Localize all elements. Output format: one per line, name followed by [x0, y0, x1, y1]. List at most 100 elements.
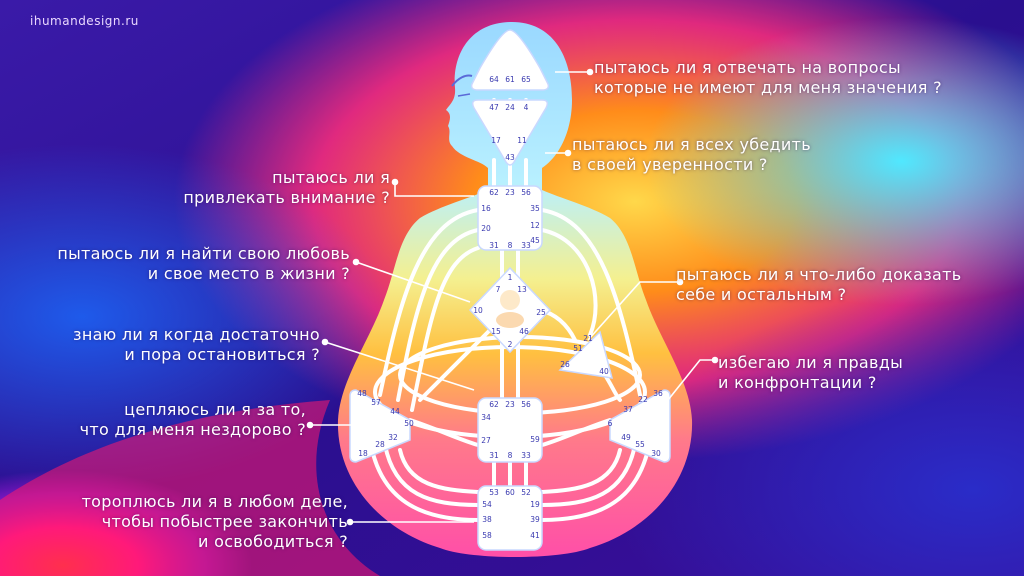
gate-root-0: 53: [489, 488, 499, 497]
gate-g-1: 7: [496, 285, 501, 294]
gate-throat-7: 45: [530, 236, 540, 245]
gate-sacral-1: 23: [505, 400, 515, 409]
question-ego-line-2: себе и остальным ?: [676, 285, 847, 304]
gate-ego-3: 40: [599, 367, 609, 376]
gate-g-5: 15: [491, 327, 501, 336]
question-spleen: цепляюсь ли я за то, что для меня нездор…: [80, 400, 306, 440]
question-spleen-line-2: что для меня нездорово ?: [79, 420, 306, 439]
gate-spleen-1: 57: [371, 398, 381, 407]
gate-throat-1: 23: [505, 188, 515, 197]
gate-sacral-8: 33: [521, 451, 531, 460]
gate-root-4: 19: [530, 500, 540, 509]
gate-spleen-4: 32: [388, 433, 398, 442]
gate-spleen-3: 50: [404, 419, 414, 428]
question-ajna-line-2: в своей уверенности ?: [572, 155, 768, 174]
question-head-line-2: которые не имеют для меня значения ?: [594, 78, 942, 97]
gate-ajna-4: 11: [517, 136, 527, 145]
gate-throat-6: 12: [530, 221, 540, 230]
gate-sacral-4: 27: [481, 436, 491, 445]
gate-throat-10: 33: [521, 241, 531, 250]
gate-head-2: 65: [521, 75, 531, 84]
question-spleen-line-1: цепляюсь ли я за то,: [124, 400, 306, 419]
gate-g-7: 2: [508, 340, 513, 349]
gate-sacral-7: 8: [508, 451, 513, 460]
gate-throat-9: 8: [508, 241, 513, 250]
gate-emotion-4: 49: [621, 433, 631, 442]
head-center: [470, 29, 550, 91]
gate-emotion-1: 22: [638, 395, 648, 404]
question-root-line-1: тороплюсь ли я в любом деле,: [81, 492, 348, 511]
question-ajna-line-1: пытаюсь ли я всех убедить: [572, 135, 811, 154]
question-sacral-line-1: знаю ли я когда достаточно: [73, 325, 320, 344]
question-head-line-1: пытаюсь ли я отвечать на вопросы: [594, 58, 901, 77]
site-watermark: ihumandesign.ru: [30, 14, 139, 28]
gate-emotion-6: 30: [651, 449, 661, 458]
gate-ajna-5: 43: [505, 153, 515, 162]
gate-g-6: 46: [519, 327, 529, 336]
gate-ajna-1: 24: [505, 103, 515, 112]
gate-root-8: 41: [530, 531, 540, 540]
spleen-center: [349, 389, 411, 463]
gate-ego-1: 51: [573, 344, 583, 353]
gate-sacral-0: 62: [489, 400, 499, 409]
gate-emotion-3: 6: [608, 419, 613, 428]
question-root-line-3: и освободиться ?: [198, 532, 348, 551]
emotion-center: [609, 389, 671, 463]
question-emotion: избегаю ли я правды и конфронтации ?: [718, 353, 903, 393]
question-root-line-2: чтобы побыстрее закончить: [101, 512, 348, 531]
gate-emotion-0: 36: [653, 389, 663, 398]
question-g-line-1: пытаюсь ли я найти свою любовь: [57, 244, 350, 263]
gate-spleen-6: 18: [358, 449, 368, 458]
gate-root-3: 54: [482, 500, 492, 509]
gate-ajna-0: 47: [489, 103, 499, 112]
gate-ego-0: 21: [583, 334, 593, 343]
ajna-center: [471, 99, 549, 166]
gate-throat-5: 35: [530, 204, 540, 213]
question-ego-line-1: пытаюсь ли я что-либо доказать: [676, 265, 962, 284]
gate-emotion-5: 55: [635, 440, 645, 449]
root-center: [477, 485, 543, 551]
question-head: пытаюсь ли я отвечать на вопросы которые…: [594, 58, 942, 98]
question-throat-line-1: пытаюсь ли я: [272, 168, 390, 187]
question-root: тороплюсь ли я в любом деле, чтобы побыс…: [82, 492, 348, 552]
gate-root-6: 39: [530, 515, 540, 524]
gate-root-7: 58: [482, 531, 492, 540]
gate-spleen-5: 28: [375, 440, 385, 449]
sacral-center: [477, 397, 543, 463]
gate-throat-0: 62: [489, 188, 499, 197]
question-emotion-line-2: и конфронтации ?: [718, 373, 877, 392]
gate-root-1: 60: [505, 488, 515, 497]
question-ego: пытаюсь ли я что-либо доказать себе и ос…: [676, 265, 962, 305]
question-emotion-line-1: избегаю ли я правды: [718, 353, 904, 372]
gate-g-3: 10: [473, 306, 483, 315]
gate-root-2: 52: [521, 488, 531, 497]
gate-head-1: 61: [505, 75, 515, 84]
gate-emotion-2: 37: [623, 405, 633, 414]
gate-throat-4: 20: [481, 224, 491, 233]
gate-ego-2: 26: [560, 360, 570, 369]
question-ajna: пытаюсь ли я всех убедить в своей уверен…: [572, 135, 811, 175]
gate-g-0: 1: [508, 273, 513, 282]
gate-spleen-2: 44: [390, 407, 400, 416]
gate-g-4: 25: [536, 308, 546, 317]
question-throat-line-2: привлекать внимание ?: [183, 188, 390, 207]
gate-sacral-5: 59: [530, 435, 540, 444]
gate-throat-3: 16: [481, 204, 491, 213]
gate-sacral-3: 34: [481, 413, 491, 422]
gate-ajna-2: 4: [524, 103, 529, 112]
ego-center: [558, 330, 614, 379]
question-sacral-line-2: и пора остановиться ?: [124, 345, 320, 364]
question-g-line-2: и свое место в жизни ?: [147, 264, 350, 283]
gate-throat-8: 31: [489, 241, 499, 250]
throat-center: [477, 185, 543, 251]
question-throat: пытаюсь ли я привлекать внимание ?: [183, 168, 390, 208]
question-g: пытаюсь ли я найти свою любовь и свое ме…: [57, 244, 350, 284]
gate-head-0: 64: [489, 75, 499, 84]
gate-ajna-3: 17: [491, 136, 501, 145]
gate-sacral-6: 31: [489, 451, 499, 460]
gate-sacral-2: 56: [521, 400, 531, 409]
gate-throat-2: 56: [521, 188, 531, 197]
gate-g-2: 13: [517, 285, 527, 294]
